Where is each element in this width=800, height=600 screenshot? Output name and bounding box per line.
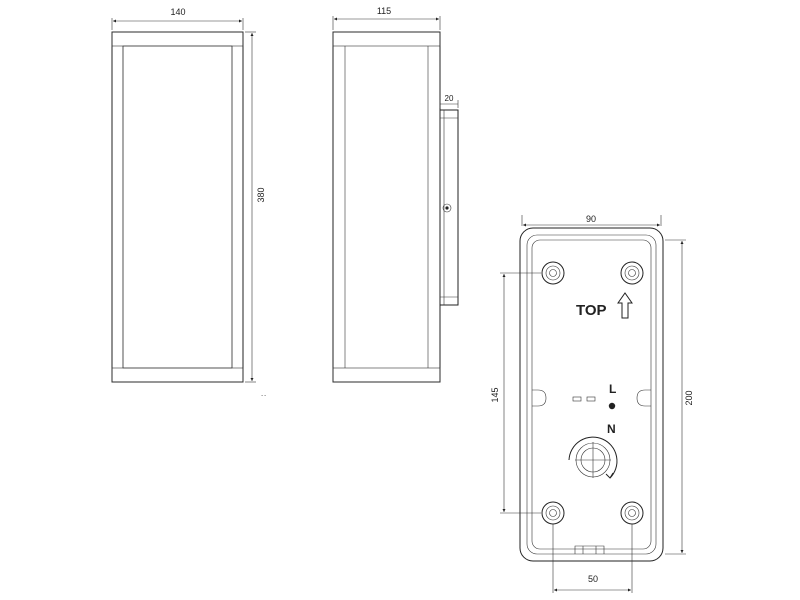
back-inner-outline — [526, 234, 657, 555]
side-depth-label: 115 — [377, 6, 391, 16]
terminal-slot-1 — [572, 396, 582, 402]
up-arrow-icon — [617, 292, 633, 319]
side-screw-icon — [442, 203, 452, 213]
terminal-L-label: L — [609, 382, 616, 396]
terminal-slot-2 — [586, 396, 596, 402]
bottom-notch — [574, 545, 605, 554]
terminal-dot-icon — [608, 402, 616, 410]
terminal-N-label: N — [607, 422, 616, 436]
mounting-hole-bottom-left — [541, 501, 565, 525]
side-mounting-bracket — [439, 109, 459, 306]
front-bottom-cap — [111, 367, 244, 383]
front-body-outline — [111, 31, 244, 383]
mounting-hole-top-right — [620, 261, 644, 285]
back-width-label: 90 — [586, 214, 596, 224]
back-height-label: 200 — [684, 390, 694, 405]
front-height-label: 380 — [256, 187, 266, 202]
side-top-cap — [332, 31, 441, 47]
svg-text:˙˙: ˙˙ — [261, 394, 267, 404]
cable-entry-icon — [568, 436, 618, 479]
back-outer-outline — [519, 227, 664, 562]
side-view: 115 20 — [332, 6, 459, 383]
front-diffuser-panel — [122, 45, 233, 369]
side-bottom-cap — [332, 367, 441, 383]
front-view: 140 380 ˙˙ — [111, 7, 267, 404]
left-clip — [532, 389, 547, 407]
front-width-label: 140 — [170, 7, 185, 17]
top-label: TOP — [576, 302, 607, 319]
hole-vertical-label: 145 — [490, 387, 500, 402]
back-view: TOP L N 90 200 — [490, 214, 694, 593]
front-top-cap — [111, 31, 244, 47]
hole-horizontal-label: 50 — [588, 574, 598, 584]
side-bracket-label: 20 — [445, 94, 454, 103]
right-clip — [636, 389, 651, 407]
mounting-hole-top-left — [541, 261, 565, 285]
side-body-outline — [332, 31, 441, 383]
mounting-hole-bottom-right — [620, 501, 644, 525]
